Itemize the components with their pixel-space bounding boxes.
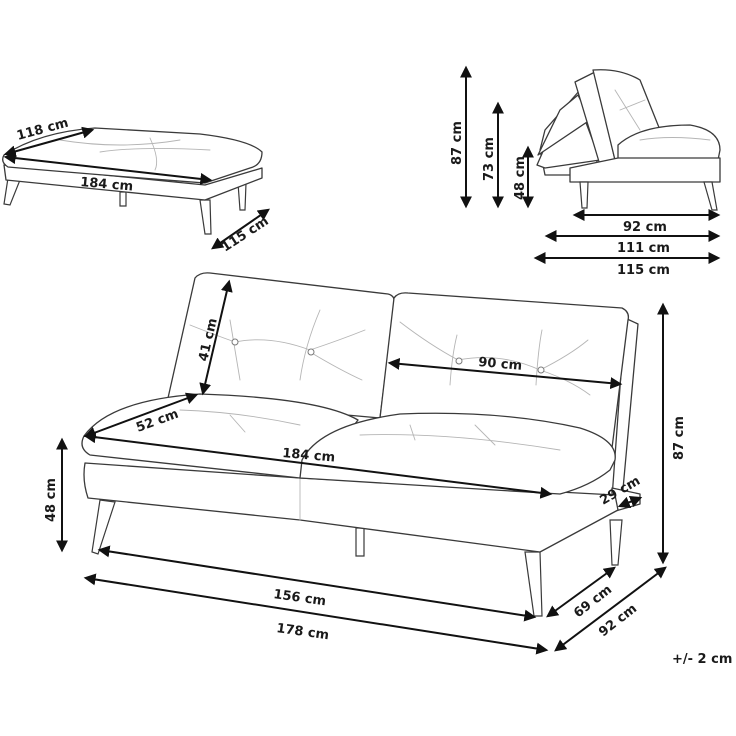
bed-length-dimension <box>3 152 213 185</box>
tolerance-note: +/- 2 cm <box>672 652 733 667</box>
seat-width-label: 184 cm <box>282 446 336 466</box>
backrest-height-dimension <box>199 279 233 396</box>
bed-depth-dimension <box>3 126 95 158</box>
cushion-width-dimension <box>387 357 623 390</box>
leg-depth-label: 69 cm <box>571 582 615 621</box>
side-depth-mid-label: 111 cm <box>617 241 670 256</box>
bed-mode-view: 118 cm 184 cm 115 cm <box>2 116 272 255</box>
bed-height-label: 115 cm <box>219 214 272 255</box>
side-depth-reclined-label: 115 cm <box>617 263 670 278</box>
sofa-front-view: 41 cm 52 cm 184 cm 90 cm 87 cm 48 cm 29 … <box>44 272 687 655</box>
arm-dimension <box>617 495 643 509</box>
total-width-label: 178 cm <box>275 621 329 643</box>
bed-length-label: 184 cm <box>80 175 134 195</box>
side-mid-height-label: 73 cm <box>482 137 497 181</box>
inner-leg-width-label: 156 cm <box>272 587 326 609</box>
seat-width-dimension <box>83 431 553 499</box>
side-seat-height-label: 48 cm <box>513 156 528 200</box>
side-profile-view: 87 cm 73 cm 48 cm 92 cm 111 cm 115 cm <box>450 65 721 278</box>
side-back-height-label: 87 cm <box>450 121 465 165</box>
total-depth-dimension <box>554 566 667 652</box>
bed-height-dimension <box>211 208 270 250</box>
seat-height-label: 48 cm <box>44 478 59 522</box>
seat-depth-dimension <box>83 392 199 439</box>
side-depth-upright-label: 92 cm <box>623 220 667 235</box>
cushion-width-label: 90 cm <box>478 355 523 374</box>
total-height-label: 87 cm <box>672 416 687 460</box>
total-width-dimension <box>83 573 549 655</box>
total-depth-label: 92 cm <box>596 601 640 640</box>
